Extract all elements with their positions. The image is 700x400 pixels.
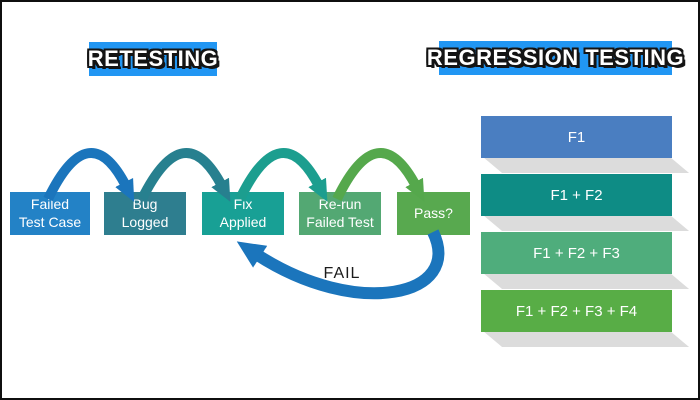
bar-face: F1 + F2 + F3 [481,232,672,274]
bar-label: F1 + F2 + F3 [533,244,620,262]
regression-bar-f1-f2-f3-f4: F1 + F2 + F3 + F4 [481,290,690,347]
flow-step-label: Logged [121,213,169,230]
bar-shadow [483,215,690,231]
regression-bar-f1: F1 [481,116,690,173]
retesting-header: RETESTING [87,42,219,76]
fail-label: FAIL [323,265,361,282]
flow-step-label: Pass? [414,204,453,221]
bar-label: F1 + F2 + F3 + F4 [515,302,638,320]
regression-bar-f1-f2: F1 + F2 [481,174,690,231]
regression-bar-f1-f2-f3: F1 + F2 + F3 [481,232,690,289]
regression-testing-title: REGRESSION TESTING [426,45,685,70]
flow-step-label: Test Case [18,213,82,230]
retesting-title: RETESTING [87,46,219,71]
flow-step-pass: Pass? [397,192,470,235]
flow-step-fix-applied: Fix Applied [202,192,284,235]
flow-step-label: Failed Test [306,213,374,230]
flow-step-label: Failed [30,196,70,212]
bar-face: F1 + F2 [481,174,672,216]
flow-step-failed-test-case: Failed Test Case [10,192,90,235]
bar-shadow [483,157,690,173]
flow-step-label: Re-run [318,196,362,212]
bar-face: F1 [481,116,672,158]
bar-label: F1 + F2 [550,186,603,204]
flow-step-bug-logged: Bug Logged [104,192,186,235]
bar-face: F1 + F2 + F3 + F4 [481,290,672,332]
regression-testing-header: REGRESSION TESTING [427,41,684,75]
arrow-fail-loopback [236,229,445,300]
flow-step-label: Fix [233,196,253,212]
flow-step-rerun-failed-test: Re-run Failed Test [299,192,381,235]
bar-shadow [483,273,690,289]
bar-shadow [483,331,690,347]
bar-label: F1 [567,128,586,146]
flow-step-label: Applied [219,213,267,230]
flow-step-label: Bug [132,196,158,212]
